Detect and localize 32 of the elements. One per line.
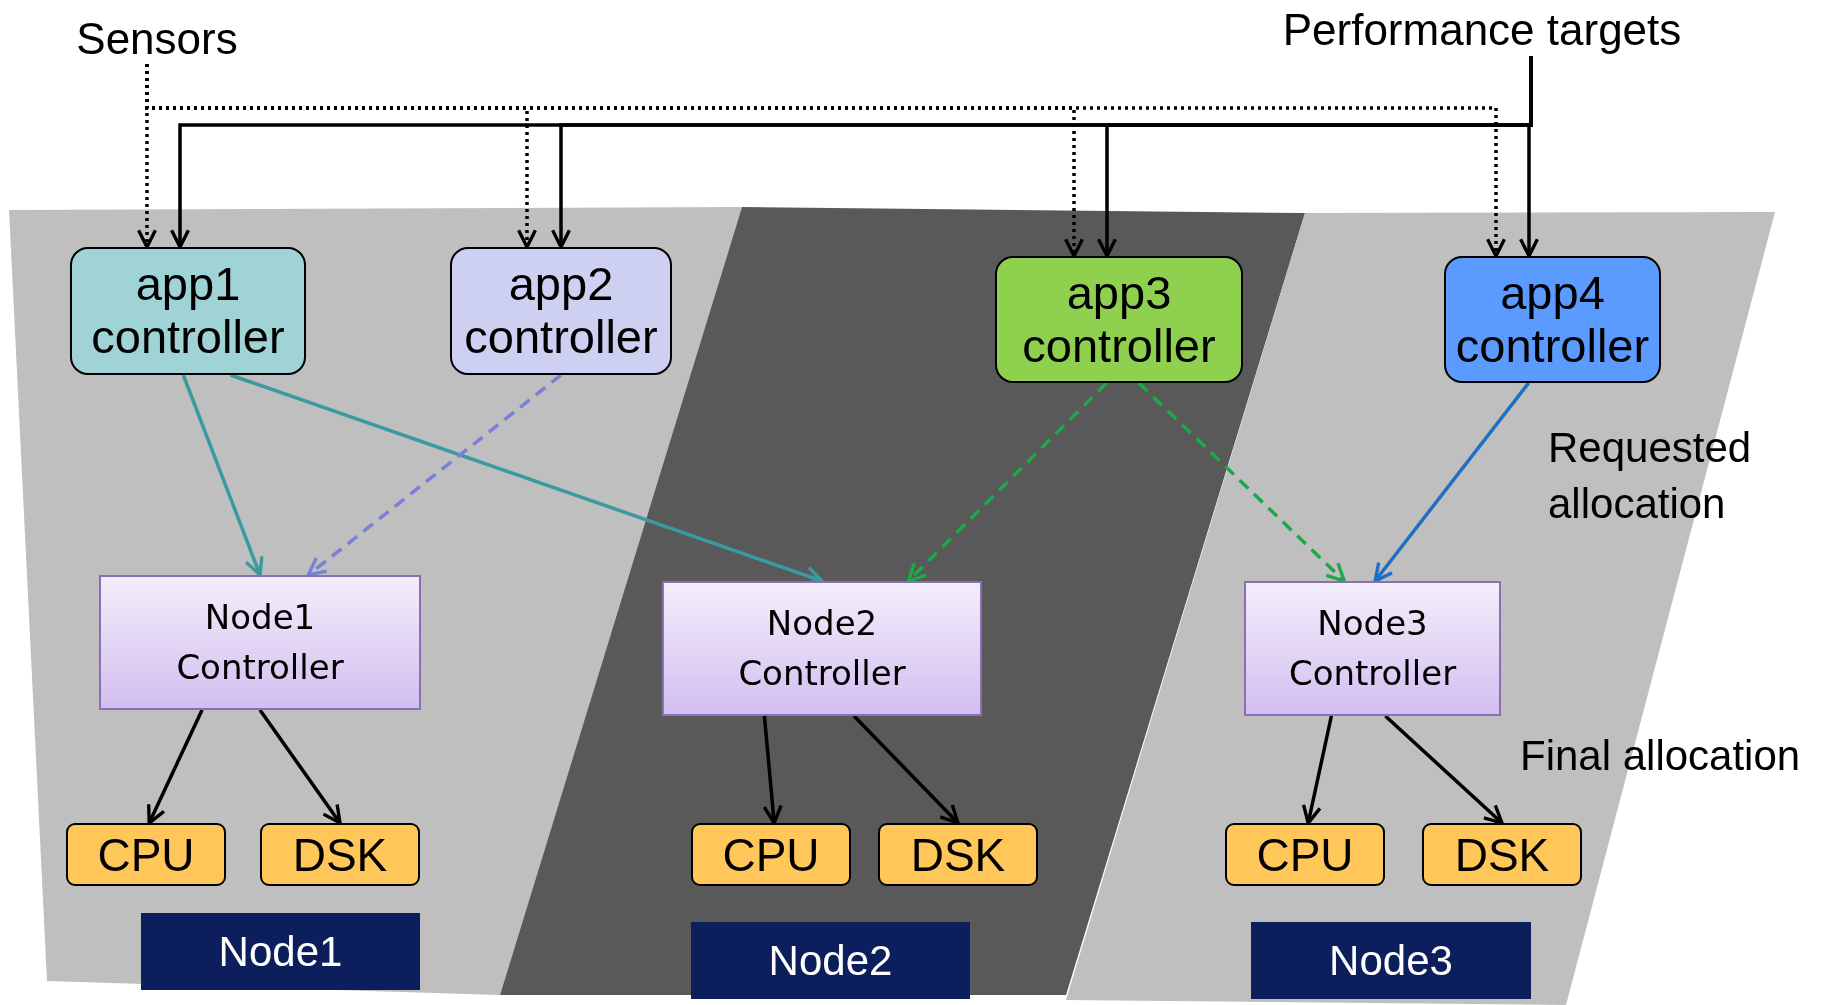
- arrow: [1373, 381, 1530, 583]
- annotation-text: Requested allocation: [1548, 423, 1753, 529]
- arrow: [147, 709, 204, 825]
- node-controller-box: Node3 Controller: [1244, 581, 1501, 716]
- app-controller-box: app3 controller: [995, 256, 1243, 383]
- arrow: [762, 715, 783, 825]
- node-controller-box: Node2 Controller: [662, 581, 982, 716]
- annotation-text: Final allocation: [1520, 731, 1802, 781]
- arrow: [906, 381, 1108, 583]
- resource-box: CPU: [1225, 823, 1385, 886]
- app-controller-box: app1 controller: [70, 247, 306, 375]
- arrow: [1301, 715, 1334, 825]
- annotation-text: Sensors: [76, 14, 238, 64]
- resource-box: DSK: [260, 823, 420, 886]
- node-controller-box: Node1 Controller: [99, 575, 421, 710]
- arrow: [1384, 714, 1504, 825]
- arrow: [306, 373, 563, 577]
- node-label-box: Node2: [691, 922, 970, 999]
- resource-box: CPU: [691, 823, 851, 886]
- resource-box: CPU: [66, 823, 226, 886]
- arrow: [181, 374, 264, 577]
- arrow: [1518, 56, 1540, 258]
- resource-box: DSK: [878, 823, 1038, 886]
- app-controller-box: app4 controller: [1444, 256, 1661, 383]
- resource-box: DSK: [1422, 823, 1582, 886]
- arrow: [852, 714, 960, 825]
- arrow: [1137, 381, 1346, 583]
- annotation-text: Performance targets: [1282, 5, 1682, 55]
- app-controller-box: app2 controller: [450, 247, 672, 375]
- arrow: [258, 709, 342, 825]
- node-label-box: Node3: [1251, 922, 1531, 999]
- node-label-box: Node1: [141, 913, 420, 990]
